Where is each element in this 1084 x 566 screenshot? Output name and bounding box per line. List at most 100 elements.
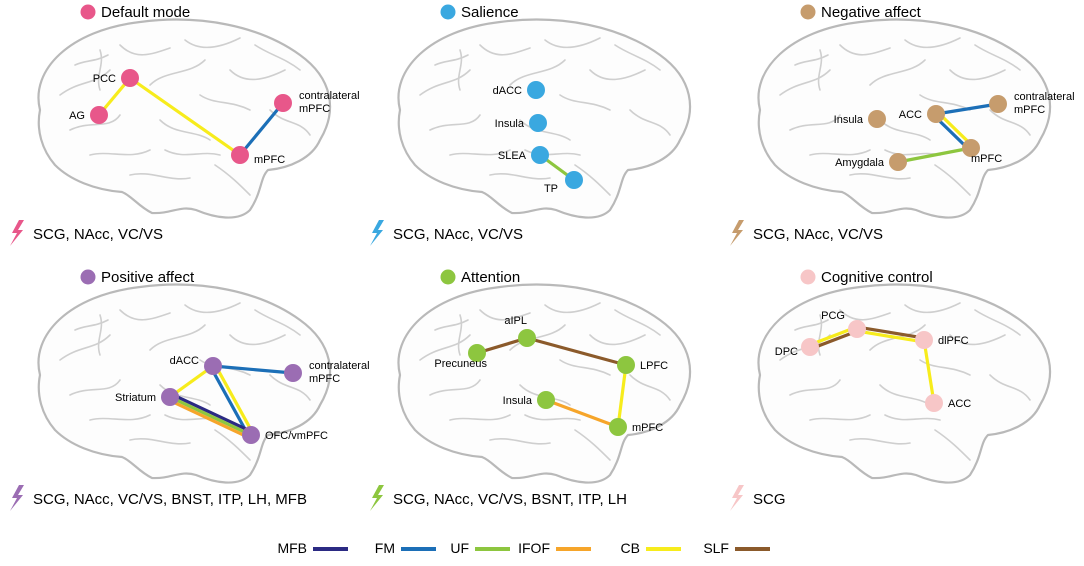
- tract-lpfc-mpfc: [616, 363, 628, 429]
- node-label: Amygdala: [835, 157, 885, 169]
- node-label: dACC: [170, 355, 199, 367]
- gyrus-line: [457, 49, 463, 91]
- gyrus-line: [69, 114, 121, 131]
- tract-acc-cmpfc: [934, 102, 1000, 116]
- node-insula: [529, 114, 547, 132]
- gyrus-line: [479, 44, 531, 56]
- tract-striatum-ofc: [169, 392, 254, 434]
- gyrus-line: [934, 164, 971, 196]
- panel-title-dot-icon: [440, 4, 456, 20]
- gyrus-line: [489, 173, 551, 180]
- gyrus-line: [574, 164, 611, 196]
- tract-pcg-dlpfc: [855, 325, 926, 340]
- legend-label: IFOF: [518, 540, 550, 556]
- gyrus-line: [629, 109, 671, 136]
- gyrus-line: [229, 69, 286, 81]
- node-label: Insula: [834, 114, 864, 126]
- gyrus-line: [949, 334, 1006, 346]
- node-label: DPC: [775, 346, 798, 358]
- gyrus-line: [214, 429, 251, 461]
- stimulation-bolt-icon: [10, 220, 24, 246]
- gyrus-line: [489, 438, 551, 445]
- gyrus-line: [839, 309, 891, 321]
- gyrus-line: [524, 149, 581, 156]
- gyrus-line: [789, 379, 841, 396]
- gyrus-line: [149, 59, 206, 86]
- node-label: mPFC: [254, 154, 285, 166]
- node-ofc: [242, 426, 260, 444]
- node-label: dACC: [493, 85, 522, 97]
- gyrus-line: [989, 374, 1031, 401]
- tract-aipl-lpfc: [525, 336, 628, 367]
- gyrus-line: [159, 119, 211, 141]
- node-dacc: [204, 357, 222, 375]
- panel-title: Salience: [461, 4, 519, 21]
- gyrus-line: [429, 114, 481, 131]
- gyrus-line: [119, 309, 171, 321]
- stimulation-bolt-icon: [370, 220, 384, 246]
- node-label: SLEA: [498, 150, 527, 162]
- gyrus-line: [419, 334, 471, 361]
- node-cmpfc: [989, 95, 1007, 113]
- gyrus-line: [849, 438, 911, 445]
- node-insula: [537, 391, 555, 409]
- legend-label: SLF: [703, 540, 729, 556]
- gyrus-line: [509, 59, 566, 86]
- panel-title: Positive affect: [101, 269, 195, 286]
- stimulation-bolt-icon: [730, 220, 744, 246]
- gyrus-line: [59, 334, 111, 361]
- panel-title-dot-icon: [80, 4, 96, 20]
- gyrus-line: [809, 149, 871, 156]
- panel-title-dot-icon: [800, 269, 816, 285]
- gyrus-line: [789, 114, 841, 131]
- brain-outline: [37, 283, 332, 484]
- node-mpfc: [231, 146, 249, 164]
- gyrus-line: [74, 54, 109, 66]
- gyrus-line: [904, 37, 961, 49]
- gyrus-line: [184, 302, 241, 314]
- gyrus-line: [524, 414, 581, 421]
- gyrus-line: [509, 324, 566, 351]
- node-label: OFC/vmPFC: [265, 430, 328, 442]
- gyrus-line: [254, 309, 301, 336]
- node-aipl: [518, 329, 536, 347]
- node-striatum: [161, 388, 179, 406]
- gyrus-line: [589, 69, 646, 81]
- gyrus-line: [809, 414, 871, 421]
- tract-dacc-ofc: [213, 363, 255, 436]
- gyrus-line: [119, 44, 171, 56]
- gyrus-line: [199, 94, 251, 111]
- tract-amygdala-mpfc: [896, 146, 973, 164]
- panel-title: Attention: [461, 269, 520, 286]
- node-tp: [565, 171, 583, 189]
- node-dlpfc: [915, 331, 933, 349]
- node-label: PCG: [821, 310, 845, 322]
- gyrus-line: [214, 164, 251, 196]
- gyrus-line: [904, 302, 961, 314]
- node-mpfc: [962, 139, 980, 157]
- tract-striatum-ofc: [167, 398, 252, 440]
- node-cmpfc: [274, 94, 292, 112]
- gyrus-line: [59, 69, 111, 96]
- gyrus-line: [544, 37, 601, 49]
- gyrus-line: [159, 384, 211, 406]
- gyrus-line: [129, 173, 191, 180]
- node-label: mPFC: [632, 422, 663, 434]
- brain-outline: [397, 283, 692, 484]
- legend-label: CB: [621, 540, 640, 556]
- node-lpfc: [617, 356, 635, 374]
- node-dacc: [527, 81, 545, 99]
- gyrus-line: [434, 54, 469, 66]
- brain-outline: [757, 283, 1052, 484]
- legend-label: UF: [450, 540, 469, 556]
- node-label: Striatum: [115, 392, 156, 404]
- gyrus-line: [429, 379, 481, 396]
- stimulation-targets: SCG: [753, 491, 786, 508]
- gyrus-line: [434, 319, 469, 331]
- gyrus-line: [559, 94, 611, 111]
- stimulation-targets: SCG, NAcc, VC/VS: [33, 226, 163, 243]
- stimulation-targets: SCG, NAcc, VC/VS: [753, 226, 883, 243]
